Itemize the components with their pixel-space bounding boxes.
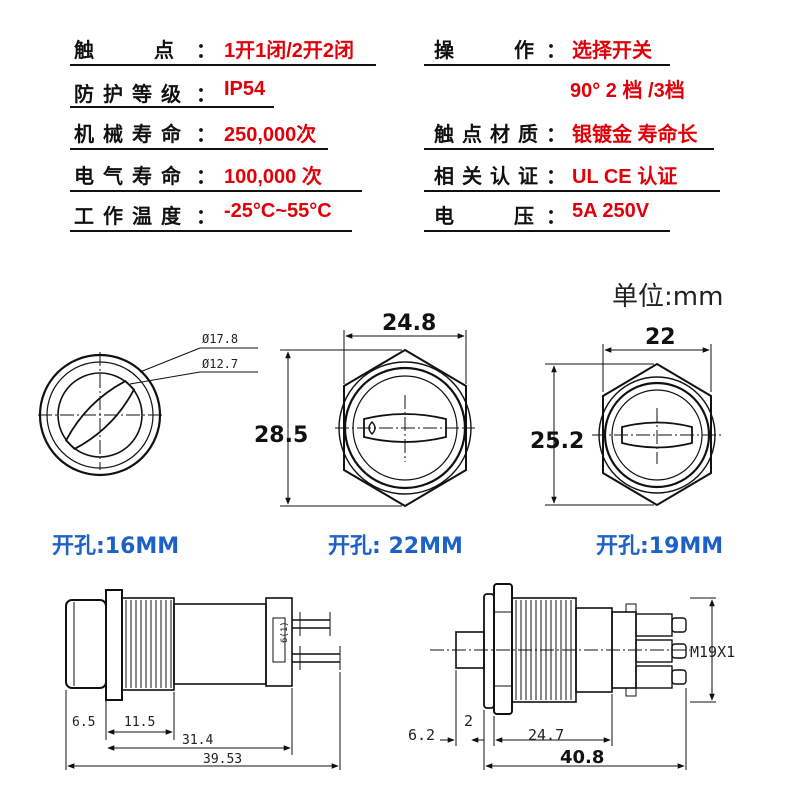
spec-row-voltage: 电 压 ： 5A 250V: [400, 200, 800, 234]
spec-label: 触 点: [74, 38, 174, 62]
spec-value: 90° 2 档 /3档: [570, 80, 685, 102]
spec-colon: ：: [196, 164, 216, 188]
spec-value: 5A 250V: [572, 200, 650, 222]
dim-height-25-2: 25.2: [530, 429, 584, 454]
spec-row-mech-life: 机械寿命 ： 250,000次: [0, 118, 400, 152]
spec-value: 1开1闭/2开2闭: [224, 40, 355, 62]
spec-row-elec-life: 电气寿命 ： 100,000 次: [0, 160, 400, 194]
spec-row-temperature: 工作温度 ： -25°C~55°C: [0, 200, 400, 234]
row-underline: [70, 230, 352, 232]
spec-label: 机械寿命: [74, 122, 190, 146]
spec-row-protection: 防护等级 ： IP54: [0, 78, 400, 112]
dim-6-5: 6.5: [72, 715, 95, 730]
spec-label: 操 作: [434, 38, 534, 62]
spec-colon: ：: [546, 204, 566, 228]
terminal-marking: 6(1): [280, 621, 290, 643]
row-underline: [70, 190, 362, 192]
dim-outer-diameter: Ø17.8: [202, 332, 238, 346]
side-view-19mm: [430, 583, 716, 770]
row-underline: [424, 148, 714, 150]
dim-2: 2: [464, 712, 473, 730]
row-underline: [70, 106, 274, 108]
spec-colon: ：: [546, 38, 566, 62]
spec-value: 银镀金 寿命长: [572, 124, 698, 146]
hole-label-22mm: 开孔: 22MM: [328, 534, 463, 559]
hole-label-19mm: 开孔:19MM: [596, 534, 724, 559]
spec-colon: ：: [196, 38, 216, 62]
spec-label: 相关认证: [434, 164, 546, 188]
dim-width-22: 22: [645, 325, 676, 350]
row-underline: [70, 148, 328, 150]
row-underline: [424, 230, 670, 232]
dim-40-8: 40.8: [560, 747, 604, 768]
spec-label: 电气寿命: [74, 164, 190, 188]
spec-colon: ：: [196, 122, 216, 146]
spec-value: 250,000次: [224, 124, 317, 146]
dim-inner-diameter: Ø12.7: [202, 357, 238, 371]
dim-31-4: 31.4: [182, 733, 213, 748]
side-view-16mm: [65, 589, 341, 770]
unit-label: 单位:mm: [612, 282, 724, 312]
spec-row-certification: 相关认证 ： UL CE 认证: [400, 160, 800, 194]
spec-label: 电 压: [434, 204, 534, 228]
row-underline: [70, 64, 376, 66]
hole-label-16mm: 开孔:16MM: [52, 534, 180, 559]
front-view-19mm: [545, 344, 722, 507]
front-view-16mm: [38, 347, 258, 477]
spec-row-contact: 触 点 ： 1开1闭/2开2闭: [0, 34, 400, 68]
spec-row-operation: 操 作 ： 选择开关: [400, 34, 800, 68]
spec-table: 触 点 ： 1开1闭/2开2闭 防护等级 ： IP54 机械寿命 ： 250,0…: [0, 0, 800, 240]
spec-value: 100,000 次: [224, 166, 322, 188]
row-underline: [424, 190, 720, 192]
dim-24-7: 24.7: [528, 726, 564, 744]
dim-11-5: 11.5: [124, 715, 155, 730]
spec-value: -25°C~55°C: [224, 200, 332, 222]
spec-label: 防护等级: [74, 82, 190, 106]
spec-value: UL CE 认证: [572, 166, 678, 188]
spec-row-positions: 90° 2 档 /3档: [400, 74, 800, 108]
spec-value: 选择开关: [572, 40, 652, 62]
row-underline: [424, 64, 670, 66]
spec-colon: ：: [196, 204, 216, 228]
spec-value: IP54: [224, 78, 266, 100]
spec-colon: ：: [546, 122, 566, 146]
spec-colon: ：: [196, 82, 216, 106]
spec-label: 触点材质: [434, 122, 546, 146]
dim-39-53: 39.53: [203, 752, 242, 767]
dim-width-24-8: 24.8: [382, 311, 436, 336]
spec-label: 工作温度: [74, 204, 190, 228]
dim-6-2: 6.2: [408, 726, 435, 744]
spec-row-contact-material: 触点材质 ： 银镀金 寿命长: [400, 118, 800, 152]
dim-height-28-5: 28.5: [254, 423, 308, 448]
front-view-22mm: [280, 330, 475, 508]
dim-thread-m19x1: M19X1: [690, 643, 735, 661]
spec-colon: ：: [546, 164, 566, 188]
